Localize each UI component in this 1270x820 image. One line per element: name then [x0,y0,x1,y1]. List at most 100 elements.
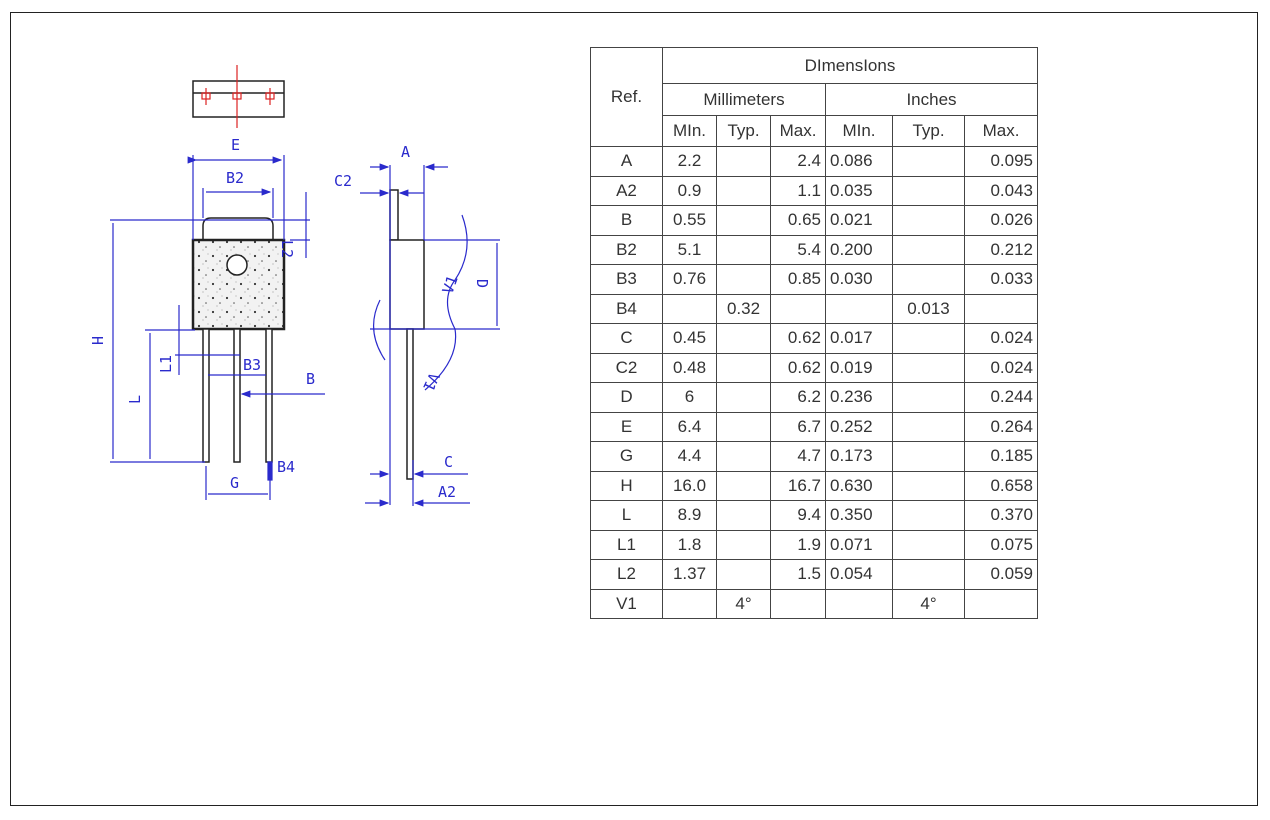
value-cell: 6 [662,382,717,413]
value-cell: 1.37 [662,559,717,590]
value-cell [770,293,826,324]
value-cell [892,264,965,295]
value-cell: 0.095 [964,146,1038,177]
side-dimensions [360,163,500,507]
value-cell [662,588,717,619]
value-cell: 0.185 [964,441,1038,472]
value-cell: 0.086 [825,146,893,177]
sub-header-4: Typ. [892,115,965,147]
ref-cell: B [590,205,663,236]
value-cell: 0.45 [662,323,717,354]
label-G: G [230,474,239,492]
value-cell: 0.62 [770,323,826,354]
value-cell [892,382,965,413]
top-view [192,65,285,128]
label-E: E [231,136,240,154]
value-cell: 0.630 [825,470,893,501]
value-cell: 16.7 [770,470,826,501]
label-A: A [401,143,410,161]
value-cell: 8.9 [662,500,717,531]
millimeters-header: Millimeters [662,83,826,116]
value-cell: 0.264 [964,411,1038,442]
dimensions-table: Ref. DImensIons Millimeters Inches MIn.T… [590,47,1038,619]
value-cell: 0.32 [716,293,771,324]
value-cell [892,500,965,531]
label-B4: B4 [277,458,295,476]
value-cell [716,323,771,354]
label-L1: L1 [157,355,175,373]
value-cell [716,146,771,177]
value-cell: 0.658 [964,470,1038,501]
ref-cell: C2 [590,352,663,383]
value-cell: 0.85 [770,264,826,295]
value-cell: 0.200 [825,234,893,265]
value-cell [964,588,1038,619]
value-cell [716,529,771,560]
value-cell: 4° [716,588,771,619]
value-cell: 2.4 [770,146,826,177]
ref-cell: C [590,323,663,354]
label-V1-top: V1 [439,273,462,296]
sub-header-5: Max. [964,115,1038,147]
ref-cell: V1 [590,588,663,619]
value-cell: 0.019 [825,352,893,383]
label-C2: C2 [334,172,352,190]
label-A2: A2 [438,483,456,501]
sub-header-3: MIn. [825,115,893,147]
value-cell [716,264,771,295]
value-cell: 4.4 [662,441,717,472]
value-cell: 0.026 [964,205,1038,236]
label-V1-bottom: V1 [419,370,443,394]
front-view [191,217,286,463]
value-cell: 0.013 [892,293,965,324]
ref-cell: A2 [590,175,663,206]
value-cell [892,175,965,206]
value-cell: 0.075 [964,529,1038,560]
value-cell: 0.071 [825,529,893,560]
label-B2: B2 [226,169,244,187]
value-cell [892,323,965,354]
label-L2: L2 [278,240,296,258]
value-cell: 0.9 [662,175,717,206]
ref-cell: E [590,411,663,442]
value-cell: 0.173 [825,441,893,472]
value-cell [716,559,771,590]
value-cell: 4.7 [770,441,826,472]
value-cell: 0.62 [770,352,826,383]
value-cell: 1.8 [662,529,717,560]
value-cell: 6.7 [770,411,826,442]
value-cell [892,205,965,236]
ref-cell: L [590,500,663,531]
value-cell [892,470,965,501]
value-cell: 0.024 [964,352,1038,383]
ref-cell: B2 [590,234,663,265]
value-cell: 0.236 [825,382,893,413]
ref-cell: B4 [590,293,663,324]
dimensions-header: DImensIons [662,47,1038,84]
value-cell: 0.76 [662,264,717,295]
ref-cell: H [590,470,663,501]
value-cell [716,382,771,413]
label-B3: B3 [243,356,261,374]
value-cell [892,441,965,472]
label-H: H [88,336,106,345]
value-cell: 0.043 [964,175,1038,206]
sub-header-1: Typ. [716,115,771,147]
value-cell: 0.244 [964,382,1038,413]
value-cell: 2.2 [662,146,717,177]
value-cell [662,293,717,324]
ref-header: Ref. [590,47,663,147]
